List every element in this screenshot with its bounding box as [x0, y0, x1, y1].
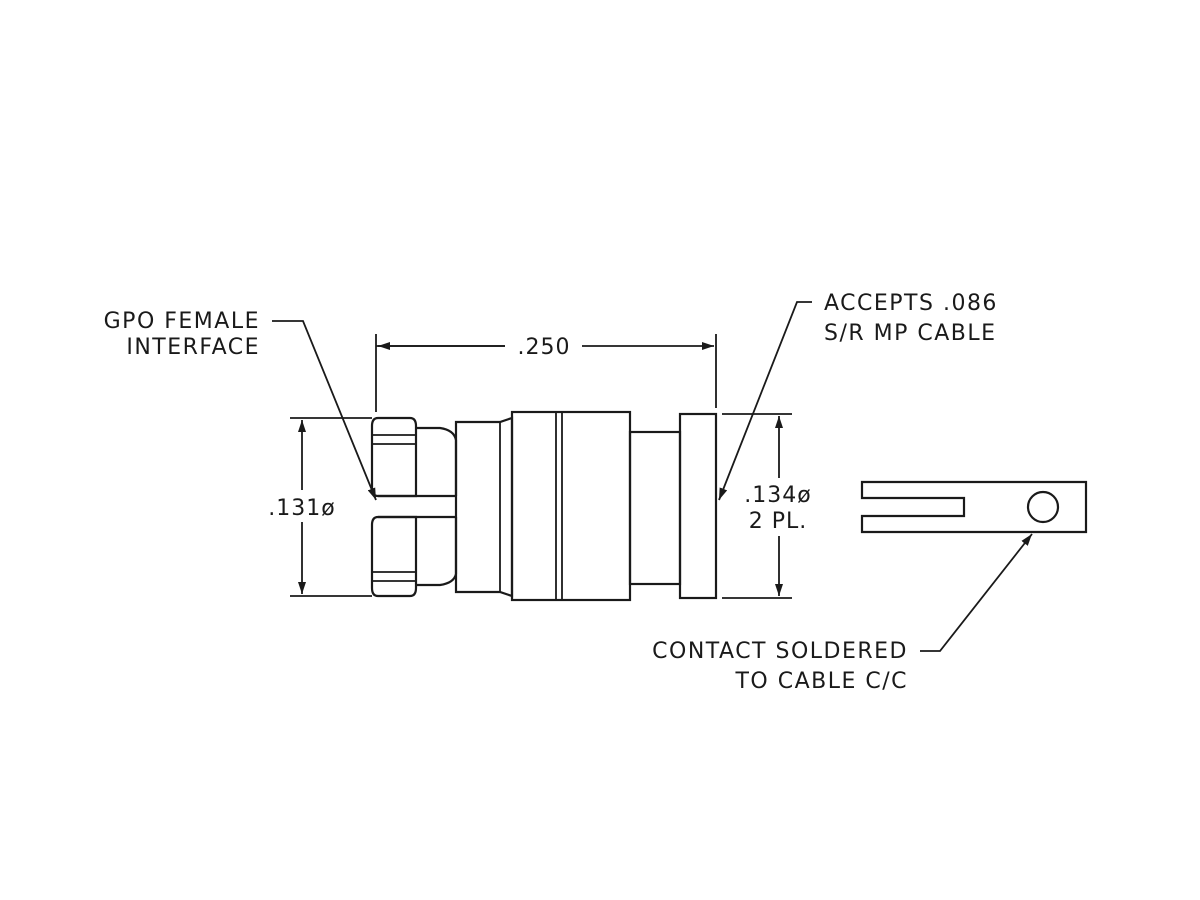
length-dimension: .250: [375, 334, 717, 412]
main-body: [510, 410, 632, 602]
gpo-female-interface: [370, 416, 418, 598]
contact-pin: [860, 480, 1088, 534]
interface-callout: GPO FEMALE INTERFACE: [104, 309, 377, 501]
length-value: .250: [518, 335, 571, 360]
rear-neck: [628, 430, 682, 586]
cable-label-line1: ACCEPTS .086: [824, 291, 998, 316]
interface-label-line2: INTERFACE: [126, 335, 260, 360]
right-diameter-note: 2 PL.: [749, 509, 808, 534]
right-diameter-dimension: .134ø 2 PL.: [722, 413, 811, 599]
contact-callout: CONTACT SOLDERED TO CABLE C/C: [652, 533, 1033, 694]
rear-flange: [678, 412, 718, 600]
contact-label-line1: CONTACT SOLDERED: [652, 639, 908, 664]
cable-callout: ACCEPTS .086 S/R MP CABLE: [718, 291, 998, 501]
coupling-section: [454, 416, 514, 598]
contact-label-line2: TO CABLE C/C: [734, 669, 908, 694]
cable-label-line2: S/R MP CABLE: [824, 321, 997, 346]
right-diameter-value: .134ø: [744, 483, 811, 508]
left-diameter-value: .131ø: [268, 496, 335, 521]
left-diameter-dimension: .131ø: [268, 417, 372, 597]
interface-label-line1: GPO FEMALE: [104, 309, 260, 334]
connector-body: [370, 410, 718, 602]
